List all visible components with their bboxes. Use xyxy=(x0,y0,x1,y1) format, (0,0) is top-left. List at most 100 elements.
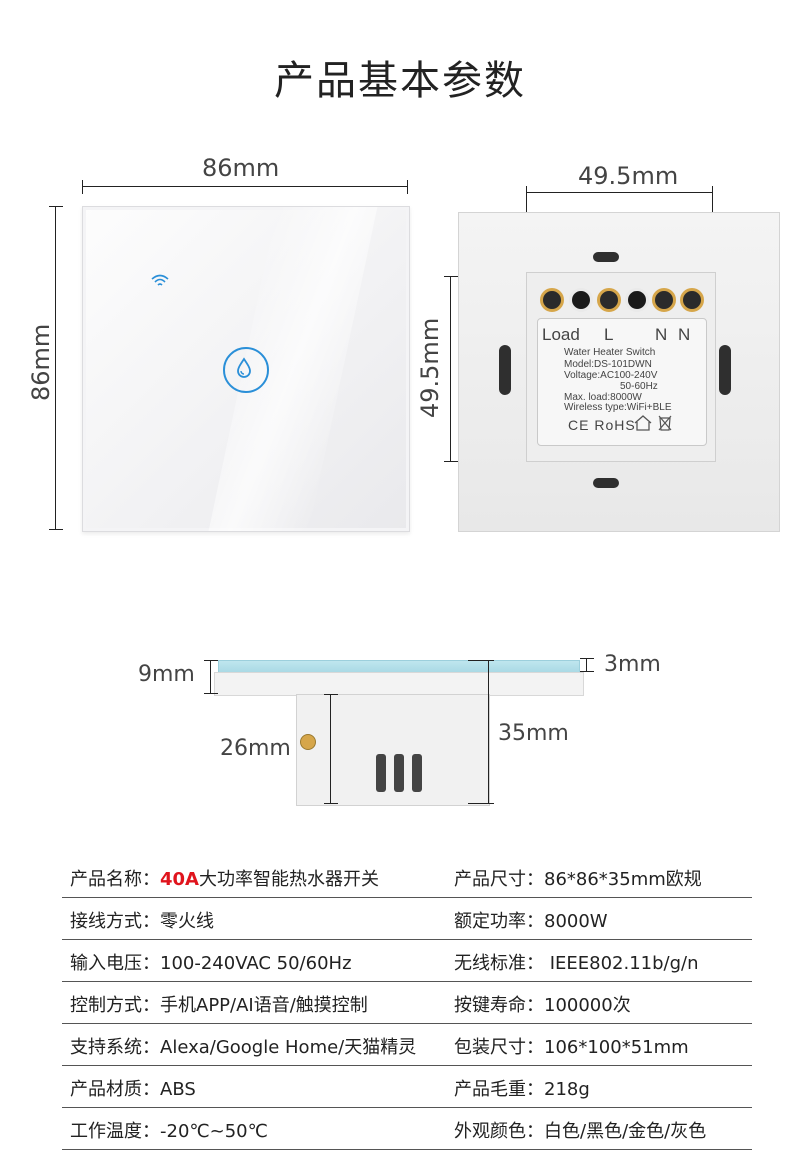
front-height-tick-top xyxy=(49,206,63,207)
weee-bin-icon xyxy=(658,415,672,435)
terminal-screw xyxy=(652,288,676,312)
back-width-label: 49.5mm xyxy=(578,162,679,190)
spec-row: 输入电压：100-240VAC 50/60Hz 无线标准： IEEE802.11… xyxy=(62,940,752,982)
spec-row: 支持系统：Alexa/Google Home/天猫精灵 包装尺寸：106*100… xyxy=(62,1024,752,1066)
plate-thickness-label: 9mm xyxy=(138,662,195,687)
spec-label: 接线方式： xyxy=(70,911,160,932)
side-plate xyxy=(214,672,584,696)
spec-left: 支持系统：Alexa/Google Home/天猫精灵 xyxy=(70,1033,416,1059)
terminal-label-l: L xyxy=(604,325,614,344)
spec-value: -20℃~50℃ xyxy=(160,1121,268,1142)
glass-thickness-line xyxy=(210,660,211,694)
back-height-label: 49.5mm xyxy=(416,317,444,418)
total-tick-bottom xyxy=(468,803,494,804)
spec-value: 8000W xyxy=(544,911,608,932)
glass-thickness-tick-bottom xyxy=(204,693,218,694)
spec-row: 控制方式：手机APP/AI语音/触摸控制 按键寿命：100000次 xyxy=(62,982,752,1024)
total-depth-line xyxy=(488,660,489,804)
side-terminal-screw xyxy=(300,734,316,750)
label-line: Wireless type:WiFi+BLE xyxy=(564,402,672,413)
spec-label: 工作温度： xyxy=(70,1121,160,1142)
spec-label: 无线标准： xyxy=(454,953,544,974)
certification-marks: CE RoHS xyxy=(568,417,636,433)
spec-value: 100-240VAC 50/60Hz xyxy=(160,953,352,974)
page-title: 产品基本参数 xyxy=(274,58,526,104)
spec-highlight: 40A xyxy=(160,869,199,890)
terminal-screw xyxy=(597,288,621,312)
spec-value: 106*100*51mm xyxy=(544,1037,689,1058)
front-width-label: 86mm xyxy=(202,154,280,182)
water-drop-touch-button[interactable] xyxy=(223,347,269,393)
spec-left: 控制方式：手机APP/AI语音/触摸控制 xyxy=(70,991,368,1017)
glass-thickness-label: 3mm xyxy=(604,652,661,677)
spec-value: 手机APP/AI语音/触摸控制 xyxy=(160,995,368,1016)
spec-left: 工作温度：-20℃~50℃ xyxy=(70,1117,268,1143)
spec-right: 无线标准： IEEE802.11b/g/n xyxy=(454,949,699,975)
spec-label: 产品材质： xyxy=(70,1079,160,1100)
depth-dimension-line xyxy=(330,694,331,804)
mounting-slot-bottom xyxy=(593,478,619,488)
spec-right: 额定功率：8000W xyxy=(454,907,608,933)
spec-row: 接线方式：零火线 额定功率：8000W xyxy=(62,898,752,940)
spec-right: 包装尺寸：106*100*51mm xyxy=(454,1033,689,1059)
spec-value: Alexa/Google Home/天猫精灵 xyxy=(160,1037,417,1058)
spec-row: 工作温度：-20℃~50℃ 外观颜色：白色/黑色/金色/灰色 xyxy=(62,1108,752,1150)
depth-tick-top xyxy=(324,694,338,695)
spec-value: 大功率智能热水器开关 xyxy=(198,869,379,890)
back-width-dimension-line xyxy=(526,192,712,193)
front-width-tick-left xyxy=(82,180,83,194)
spec-label: 支持系统： xyxy=(70,1037,160,1058)
glass-thickness-tick-top xyxy=(204,660,218,661)
spec-value: 零火线 xyxy=(160,911,214,932)
terminal-label-n: N xyxy=(678,325,691,344)
front-height-tick-bottom xyxy=(49,529,63,530)
wifi-icon xyxy=(151,273,169,292)
vent-slot xyxy=(412,754,422,792)
product-label: Load L N N Water Heater Switch Model:DS-… xyxy=(537,318,707,446)
body-depth-label: 26mm xyxy=(220,736,291,761)
side-body xyxy=(296,694,490,806)
label-line: Water Heater Switch xyxy=(564,347,656,358)
glass-tick-top-right xyxy=(580,658,594,659)
glass-thickness-line-right xyxy=(586,658,587,672)
front-height-dimension-line xyxy=(55,206,56,530)
vent-slot xyxy=(394,754,404,792)
spec-right: 外观颜色：白色/黑色/金色/灰色 xyxy=(454,1117,706,1143)
terminal-screw xyxy=(625,288,649,312)
spec-label: 产品名称： xyxy=(70,869,160,890)
total-tick-top xyxy=(468,660,494,661)
spec-label: 输入电压： xyxy=(70,953,160,974)
house-icon xyxy=(634,415,652,435)
front-height-label: 86mm xyxy=(27,323,55,401)
depth-tick-bottom xyxy=(324,803,338,804)
terminal-screw xyxy=(569,288,593,312)
spec-table: 产品名称：40A大功率智能热水器开关 产品尺寸：86*86*35mm欧规 接线方… xyxy=(62,856,752,1150)
spec-label: 外观颜色： xyxy=(454,1121,544,1142)
spec-left: 接线方式：零火线 xyxy=(70,907,214,933)
spec-row: 产品材质：ABS 产品毛重：218g xyxy=(62,1066,752,1108)
vent-slot xyxy=(376,754,386,792)
spec-value: ABS xyxy=(160,1079,196,1100)
mounting-slot-top xyxy=(593,252,619,262)
label-line: 50-60Hz xyxy=(620,381,658,392)
label-line: Max. load:8000W xyxy=(564,392,642,403)
terminal-screw xyxy=(680,288,704,312)
spec-label: 控制方式： xyxy=(70,995,160,1016)
spec-value: 100000次 xyxy=(544,995,631,1016)
front-width-dimension-line xyxy=(82,186,408,187)
spec-row: 产品名称：40A大功率智能热水器开关 产品尺寸：86*86*35mm欧规 xyxy=(62,856,752,898)
spec-label: 产品尺寸： xyxy=(454,869,544,890)
spec-value: 白色/黑色/金色/灰色 xyxy=(544,1121,707,1142)
back-height-dimension-line xyxy=(450,276,451,462)
spec-value: 86*86*35mm欧规 xyxy=(544,869,702,890)
terminal-screw xyxy=(540,288,564,312)
mounting-slot-left xyxy=(499,345,511,395)
spec-right: 产品尺寸：86*86*35mm欧规 xyxy=(454,865,702,891)
spec-right: 按键寿命：100000次 xyxy=(454,991,631,1017)
spec-left: 产品名称：40A大功率智能热水器开关 xyxy=(70,865,379,891)
label-line: Voltage:AC100-240V xyxy=(564,370,658,381)
glass-tick-bottom-right xyxy=(580,671,594,672)
spec-label: 产品毛重： xyxy=(454,1079,544,1100)
mounting-slot-right xyxy=(719,345,731,395)
water-drop-icon xyxy=(237,357,251,378)
